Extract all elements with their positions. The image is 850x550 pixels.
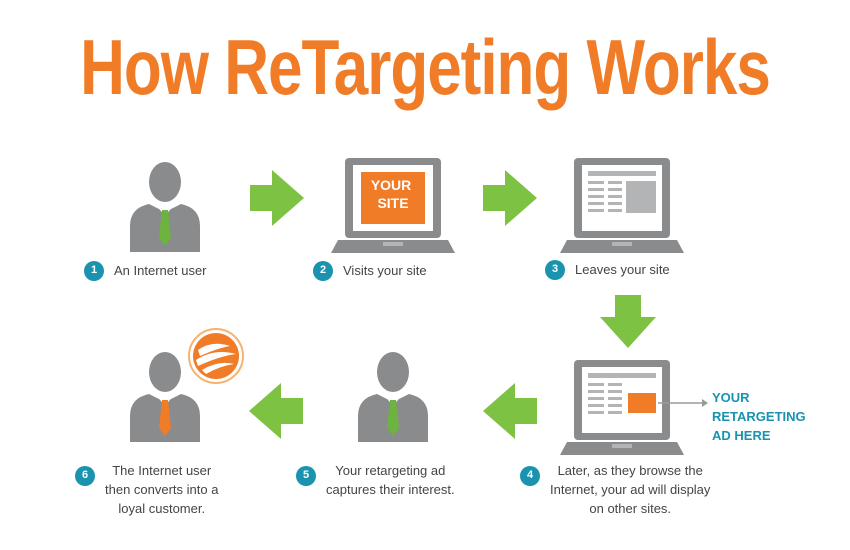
- step-number-badge: 5: [296, 466, 316, 486]
- screen-text: YOUR SITE: [371, 177, 415, 211]
- step-5: 5 Your retargeting ad captures their int…: [296, 462, 455, 500]
- step-1: 1 An Internet user: [84, 261, 207, 281]
- step-caption: Later, as they browse the Internet, your…: [550, 463, 711, 516]
- step-number-badge: 3: [545, 260, 565, 280]
- laptop-your-site-icon: [331, 158, 455, 253]
- step-number-badge: 6: [75, 466, 95, 486]
- laptop-retargeting-ad-icon: [560, 360, 684, 455]
- arrow-down-icon: [600, 295, 656, 348]
- page-title: How ReTargeting Works: [80, 25, 771, 112]
- retargeting-ad-label: YOUR RETARGETING AD HERE: [712, 390, 806, 443]
- step-number-badge: 1: [84, 261, 104, 281]
- brand-logo-icon: [188, 328, 244, 384]
- arrow-right-icon: [483, 170, 537, 226]
- ad-pointer-arrowhead-icon: [702, 399, 708, 407]
- arrow-left-icon: [249, 383, 303, 439]
- step-4: 4 Later, as they browse the Internet, yo…: [520, 462, 710, 519]
- internet-user-icon: [130, 162, 200, 252]
- step-caption: Visits your site: [343, 263, 427, 278]
- step-caption: Leaves your site: [575, 262, 670, 277]
- step-caption: The Internet user then converts into a l…: [105, 463, 219, 516]
- step-caption: Your retargeting ad captures their inter…: [326, 463, 455, 497]
- arrow-left-icon: [483, 383, 537, 439]
- step-number-badge: 2: [313, 261, 333, 281]
- step-3: 3 Leaves your site: [545, 260, 670, 280]
- step-number-badge: 4: [520, 466, 540, 486]
- arrow-right-icon: [250, 170, 304, 226]
- interested-user-icon: [358, 352, 428, 442]
- step-caption: An Internet user: [114, 263, 207, 278]
- loyal-customer-icon: [130, 352, 200, 442]
- laptop-other-site-icon: [560, 158, 684, 253]
- step-6: 6 The Internet user then converts into a…: [75, 462, 218, 519]
- step-2: 2 Visits your site: [313, 261, 427, 281]
